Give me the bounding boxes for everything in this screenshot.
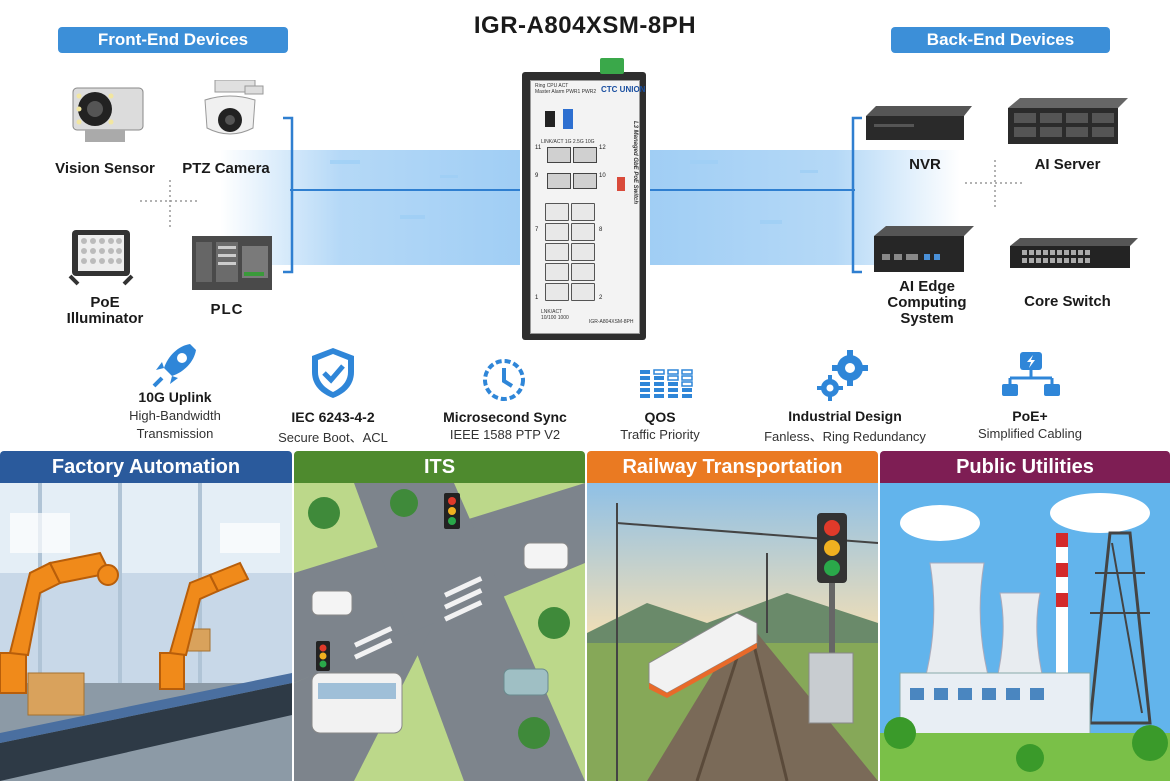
rj45-port bbox=[545, 223, 569, 241]
poe-illuminator-icon bbox=[68, 230, 134, 286]
diagram-title: IGR-A804XSM-8PH bbox=[473, 12, 697, 39]
ai-server-icon bbox=[1008, 98, 1128, 144]
back-bracket bbox=[851, 116, 862, 274]
sfp-port-9 bbox=[547, 173, 571, 189]
gears-icon bbox=[817, 350, 868, 401]
front-bracket bbox=[283, 116, 294, 274]
ai-server-label: AI Server bbox=[1034, 156, 1101, 173]
feature-title-uplink: 10G Uplink bbox=[138, 389, 212, 405]
feature-sub2-uplink: Transmission bbox=[136, 426, 214, 441]
vision-sensor-label: Vision Sensor bbox=[55, 160, 155, 177]
led-ring-label: Ring bbox=[535, 83, 546, 89]
sfp-port-10 bbox=[573, 173, 597, 189]
feature-sub-sync: IEEE 1588 PTP V2 bbox=[449, 427, 561, 442]
switch-front-panel: Ring CPU ACT Master Alarm PWR1 PWR2 CTC … bbox=[530, 80, 645, 334]
console-port bbox=[545, 111, 555, 127]
port-number-2: 2 bbox=[599, 295, 603, 301]
rj45-port bbox=[545, 203, 569, 221]
ai-edge-computing-icon bbox=[874, 226, 974, 272]
port-number-12: 12 bbox=[599, 145, 606, 151]
back-end-header: Back-End Devices bbox=[891, 27, 1110, 53]
led-master-label: Master bbox=[535, 89, 551, 95]
brand-logo: CTC UNION bbox=[601, 85, 646, 94]
core-switch-label: Core Switch bbox=[1024, 293, 1111, 310]
railway-scene bbox=[587, 483, 878, 781]
vision-sensor-icon bbox=[72, 87, 144, 142]
rj45-port bbox=[545, 283, 569, 301]
its-header: ITS bbox=[294, 451, 585, 483]
factory-automation-header: Factory Automation bbox=[0, 451, 292, 483]
status-badge bbox=[617, 177, 625, 191]
feature-title-poe: PoE+ bbox=[1012, 408, 1048, 424]
rocket-icon bbox=[152, 344, 196, 388]
rj45-port bbox=[571, 243, 595, 261]
port-label-2g: 2.5G bbox=[572, 139, 584, 145]
clock-icon bbox=[483, 359, 525, 401]
switch-side-text: L3 Managed GbE PoE Switch bbox=[632, 121, 638, 205]
rj45-port bbox=[571, 223, 595, 241]
feature-title-industrial: Industrial Design bbox=[788, 408, 902, 424]
network-bolt-icon bbox=[1002, 352, 1060, 396]
bottom-label-lnk: LNK/ACT bbox=[541, 309, 563, 315]
port-label-1g: 1G bbox=[564, 139, 572, 145]
front-end-header: Front-End Devices bbox=[58, 27, 288, 53]
nvr-label: NVR bbox=[909, 156, 941, 173]
feature-sub-poe: Simplified Cabling bbox=[977, 426, 1083, 441]
led-pwr1-label: PWR1 bbox=[565, 89, 581, 95]
feature-title-qos: QOS bbox=[644, 409, 676, 425]
feature-sub-iec: Secure Boot、ACL bbox=[278, 430, 388, 445]
factory-automation-scene bbox=[0, 483, 292, 781]
feature-title-iec: IEC 6243-4-2 bbox=[291, 409, 375, 425]
port-number-8: 8 bbox=[599, 227, 603, 233]
rj45-port bbox=[545, 263, 569, 281]
nvr-icon bbox=[866, 106, 972, 140]
bottom-label-100: 10/100 bbox=[541, 315, 557, 321]
led-pwr2-label: PWR2 bbox=[581, 89, 597, 95]
model-label: IGR-A804XSM-8PH bbox=[589, 319, 634, 325]
railway-header: Railway Transportation bbox=[587, 451, 878, 483]
port-number-10: 10 bbox=[599, 173, 606, 179]
sfp-port-12 bbox=[573, 147, 597, 163]
shield-check-icon bbox=[312, 348, 354, 398]
port-number-1: 1 bbox=[535, 295, 539, 301]
feature-title-sync: Microsecond Sync bbox=[443, 409, 567, 425]
core-switch-icon bbox=[1010, 238, 1138, 268]
plc-icon bbox=[192, 236, 272, 290]
ai-edge-computing-label: AI Edge Computing System bbox=[887, 278, 967, 327]
port-label-link: LINK/ACT bbox=[541, 139, 564, 145]
led-alarm-label: Alarm bbox=[551, 89, 565, 95]
rj45-port bbox=[545, 243, 569, 261]
port-number-9: 9 bbox=[535, 173, 539, 179]
ptz-camera-icon bbox=[204, 80, 264, 135]
led-cpu-label: CPU ACT bbox=[546, 83, 569, 89]
port-label-10g: 10G bbox=[585, 139, 595, 145]
plc-label: PLC bbox=[210, 301, 244, 318]
rj45-port bbox=[571, 203, 595, 221]
public-utilities-scene bbox=[880, 483, 1170, 781]
its-scene bbox=[294, 483, 585, 781]
feature-sub-qos: Traffic Priority bbox=[620, 427, 700, 442]
public-utilities-header: Public Utilities bbox=[880, 451, 1170, 483]
power-terminal bbox=[600, 58, 624, 74]
feature-sub-uplink: High-Bandwidth bbox=[129, 408, 221, 423]
bottom-label-1000: 1000 bbox=[557, 315, 569, 321]
poe-illuminator-label: PoE Illuminator bbox=[66, 294, 144, 327]
usb-port bbox=[563, 109, 573, 129]
port-number-11: 11 bbox=[535, 145, 542, 151]
rj45-port bbox=[571, 283, 595, 301]
bars-icon bbox=[640, 369, 693, 398]
feature-sub-industrial: Fanless、Ring Redundancy bbox=[764, 429, 926, 444]
sfp-port-11 bbox=[547, 147, 571, 163]
switch-device: Ring CPU ACT Master Alarm PWR1 PWR2 CTC … bbox=[522, 58, 646, 340]
ptz-camera-label: PTZ Camera bbox=[182, 160, 270, 177]
rj45-port bbox=[571, 263, 595, 281]
port-number-7: 7 bbox=[535, 227, 539, 233]
